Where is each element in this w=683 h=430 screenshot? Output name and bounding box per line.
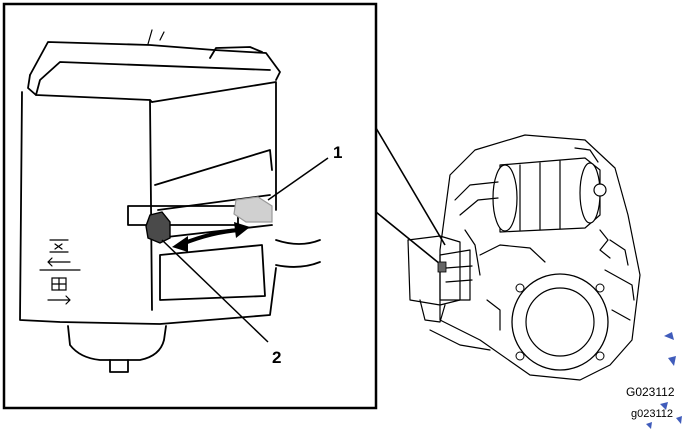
leader-line-2 (161, 239, 269, 343)
rotation-arrow-icon (172, 222, 250, 252)
callout-1: 1 (333, 143, 342, 162)
watermark-marks (646, 332, 682, 429)
valve-lever-on (233, 196, 273, 223)
leader-line-1 (267, 157, 329, 201)
callout-2: 2 (272, 348, 281, 367)
fuel-tank-closeup (19, 29, 321, 373)
zoom-line-top (375, 127, 446, 246)
engine-overview (407, 134, 641, 381)
figure-id: G023112 (626, 385, 675, 399)
valve-knob-off (145, 211, 171, 244)
figure-id-watermark: g023112 (631, 408, 673, 420)
fuel-symbol-icon (39, 239, 81, 305)
